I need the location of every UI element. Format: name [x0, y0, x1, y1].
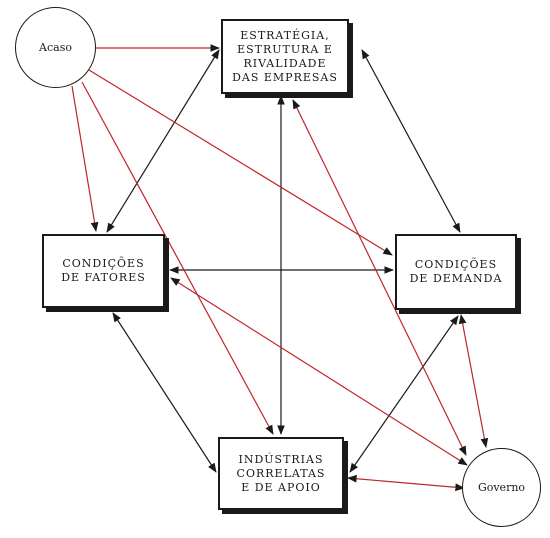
arrow-strategy-factors	[106, 49, 220, 233]
node-related-label: INDÚSTRIAS CORRELATAS E DE APOIO	[236, 452, 326, 494]
node-related-supporting-industries: INDÚSTRIAS CORRELATAS E DE APOIO	[218, 437, 344, 510]
node-chance: Acaso	[15, 7, 96, 88]
arrow-government-related	[347, 474, 465, 492]
node-government-label: Governo	[477, 481, 526, 494]
arrow-government-demand	[458, 314, 489, 448]
node-demand-conditions: CONDIÇÕES DE DEMANDA	[395, 234, 517, 310]
node-factor-conditions: CONDIÇÕES DE FATORES	[42, 234, 165, 308]
node-strategy-label: ESTRATÉGIA, ESTRUTURA E RIVALIDADE DAS E…	[232, 28, 338, 84]
node-demand-label: CONDIÇÕES DE DEMANDA	[409, 258, 503, 285]
arrow-government-factors	[170, 277, 468, 466]
arrow-strategy-demand	[361, 49, 461, 233]
node-government: Governo	[462, 448, 541, 527]
arrow-chance-factors	[71, 85, 99, 232]
node-chance-label: Acaso	[39, 41, 72, 54]
node-strategy-structure-rivalry: ESTRATÉGIA, ESTRUTURA E RIVALIDADE DAS E…	[221, 19, 349, 94]
arrow-chance-demand	[88, 69, 393, 256]
arrow-factors-related	[112, 312, 217, 473]
node-factors-label: CONDIÇÕES DE FATORES	[61, 257, 146, 284]
